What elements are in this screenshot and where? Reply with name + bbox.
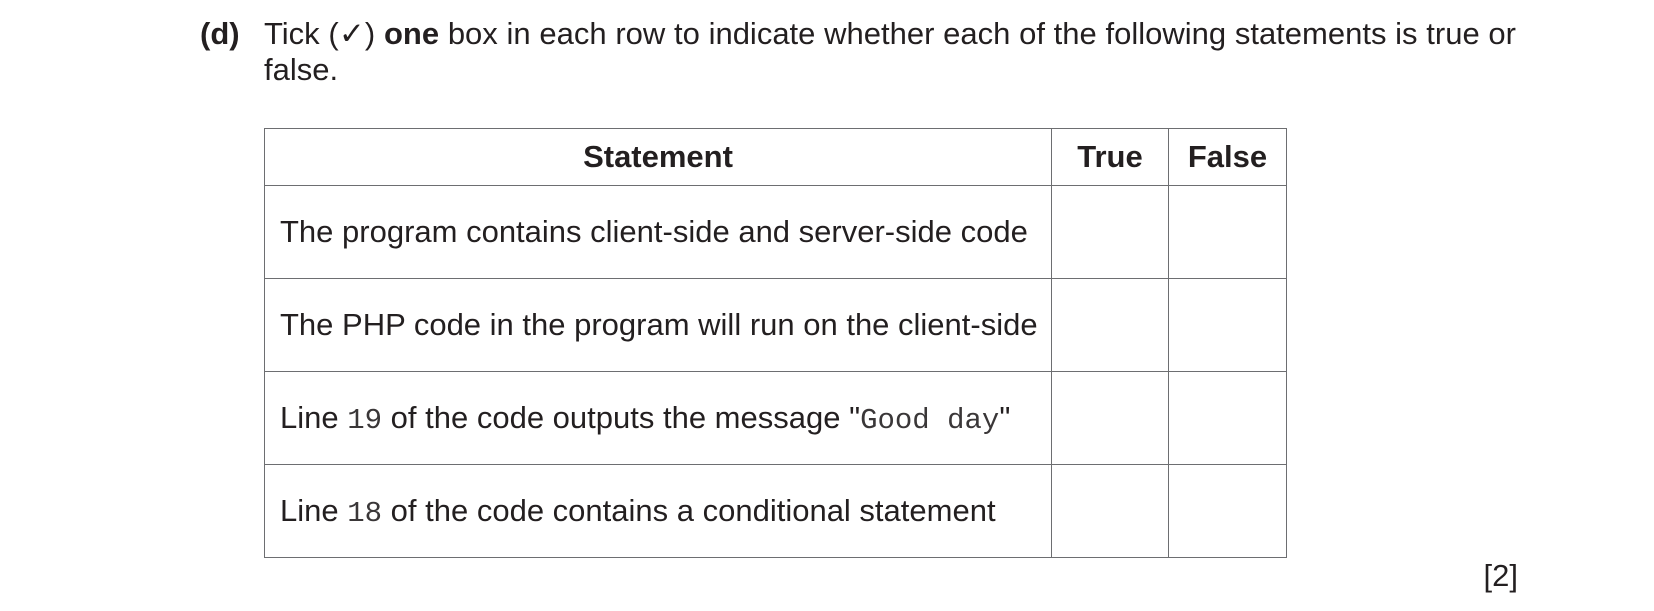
true-tick-box[interactable] (1051, 464, 1169, 558)
question-text: Tick (✓) one box in each row to indicate… (264, 16, 1516, 88)
table-row: Line 19 of the code outputs the message … (264, 371, 1287, 465)
true-tick-box[interactable] (1051, 371, 1169, 465)
statement-text: Line (280, 492, 348, 528)
false-tick-box[interactable] (1168, 185, 1287, 279)
true-tick-box[interactable] (1051, 185, 1169, 279)
table-row: Line 18 of the code contains a condition… (264, 464, 1287, 558)
statement-cell: Line 18 of the code contains a condition… (264, 464, 1052, 558)
statement-text-cont: of the code outputs the message (382, 399, 850, 435)
table-header-row: Statement True False (264, 128, 1287, 186)
question-text-emphasis: one (383, 16, 440, 51)
false-tick-box[interactable] (1168, 278, 1287, 372)
statement-text: The PHP code in the program will run on … (280, 307, 1038, 342)
quote-close: " (999, 399, 1011, 435)
table-row: The program contains client-side and ser… (264, 185, 1287, 279)
header-true: True (1051, 128, 1169, 186)
true-false-table: Statement True False The program contain… (264, 128, 1287, 558)
statement-text: Line (280, 399, 348, 435)
true-tick-box[interactable] (1051, 278, 1169, 372)
false-tick-box[interactable] (1168, 371, 1287, 465)
header-statement: Statement (264, 128, 1052, 186)
statement-cell: The PHP code in the program will run on … (264, 278, 1052, 372)
statement-text: The program contains client-side and ser… (280, 214, 1028, 249)
question-label: (d) (200, 16, 240, 51)
question-text-part2: box in each row to indicate whether each… (264, 16, 1516, 87)
table-row: The PHP code in the program will run on … (264, 278, 1287, 372)
code-line-number: 18 (347, 496, 383, 530)
code-message: Good day (860, 403, 1000, 437)
quote-open: " (849, 399, 861, 435)
marks-allocation: [2] (1483, 558, 1518, 593)
statement-cell: Line 19 of the code outputs the message … (264, 371, 1052, 465)
code-line-number: 19 (347, 403, 383, 437)
question-text-part1: Tick (✓) (264, 16, 384, 51)
statement-cell: The program contains client-side and ser… (264, 185, 1052, 279)
statement-text-cont: of the code contains a conditional state… (382, 492, 996, 528)
false-tick-box[interactable] (1168, 464, 1287, 558)
header-false: False (1168, 128, 1287, 186)
